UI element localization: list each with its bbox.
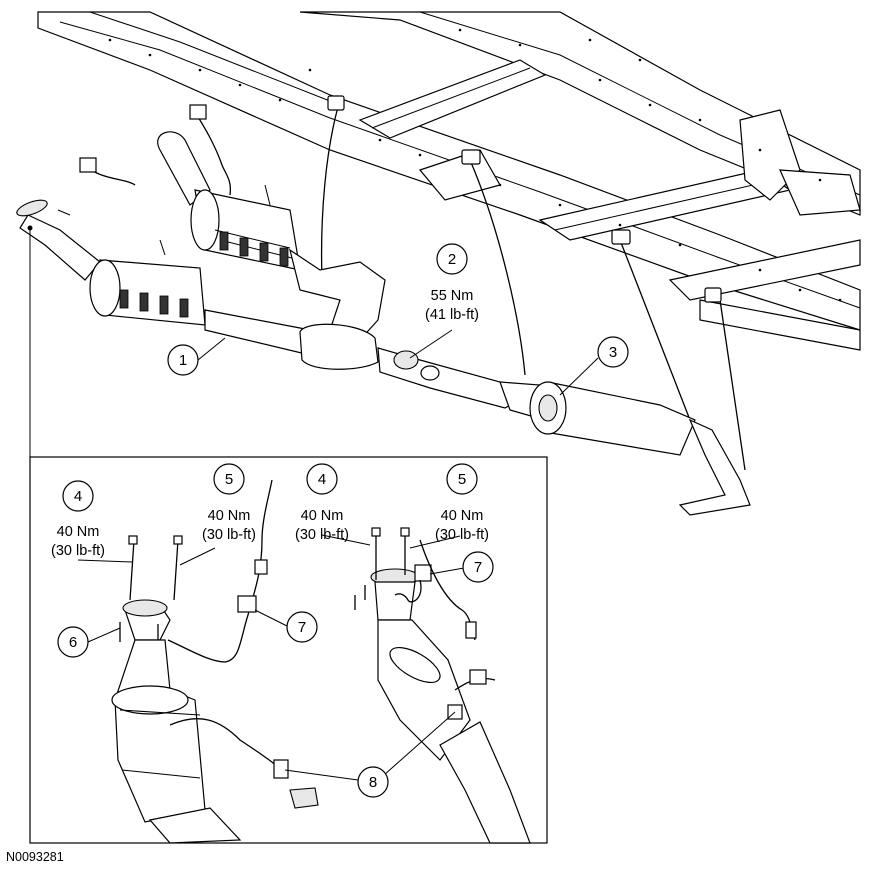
callout-number: 1	[179, 352, 187, 369]
callout-number: 7	[474, 559, 482, 576]
callout-5-left: 5 40 Nm (30 lb-ft)	[202, 463, 256, 543]
callout-7-left: 7	[286, 611, 318, 643]
callout-number: 7	[298, 619, 306, 636]
callout-1: 1	[167, 344, 199, 376]
callout-2: 2 55 Nm (41 lb-ft)	[425, 243, 479, 323]
callout-7-right: 7	[462, 551, 494, 583]
callout-number: 2	[448, 251, 456, 268]
callout-5-right: 5 40 Nm (30 lb-ft)	[435, 463, 489, 543]
callout-number: 5	[225, 471, 233, 488]
torque-lbft: (30 lb-ft)	[51, 543, 105, 559]
callout-number: 4	[318, 471, 326, 488]
callout-4-right: 4 40 Nm (30 lb-ft)	[295, 463, 349, 543]
callout-number: 6	[69, 634, 77, 651]
detail-inset	[27, 225, 548, 844]
torque-nm: 55 Nm	[431, 288, 474, 304]
torque-lbft: (30 lb-ft)	[435, 527, 489, 543]
torque-nm: 40 Nm	[208, 508, 251, 524]
torque-lbft: (41 lb-ft)	[425, 307, 479, 323]
vehicle-frame	[37, 11, 861, 471]
callout-number: 3	[609, 344, 617, 361]
callout-6: 6	[57, 626, 89, 658]
torque-nm: 40 Nm	[441, 508, 484, 524]
torque-lbft: (30 lb-ft)	[295, 527, 349, 543]
exhaust-assembly-upper	[16, 104, 751, 516]
figure-id: N0093281	[6, 850, 64, 864]
callout-4-left: 4 40 Nm (30 lb-ft)	[51, 480, 105, 559]
callout-number: 8	[369, 774, 377, 791]
leader-lines	[77, 329, 599, 781]
callout-number: 5	[458, 471, 466, 488]
callout-8: 8	[357, 766, 389, 798]
torque-nm: 40 Nm	[301, 508, 344, 524]
torque-lbft: (30 lb-ft)	[202, 527, 256, 543]
callout-number: 4	[74, 488, 82, 505]
callout-3: 3	[597, 336, 629, 368]
torque-nm: 40 Nm	[57, 524, 100, 540]
